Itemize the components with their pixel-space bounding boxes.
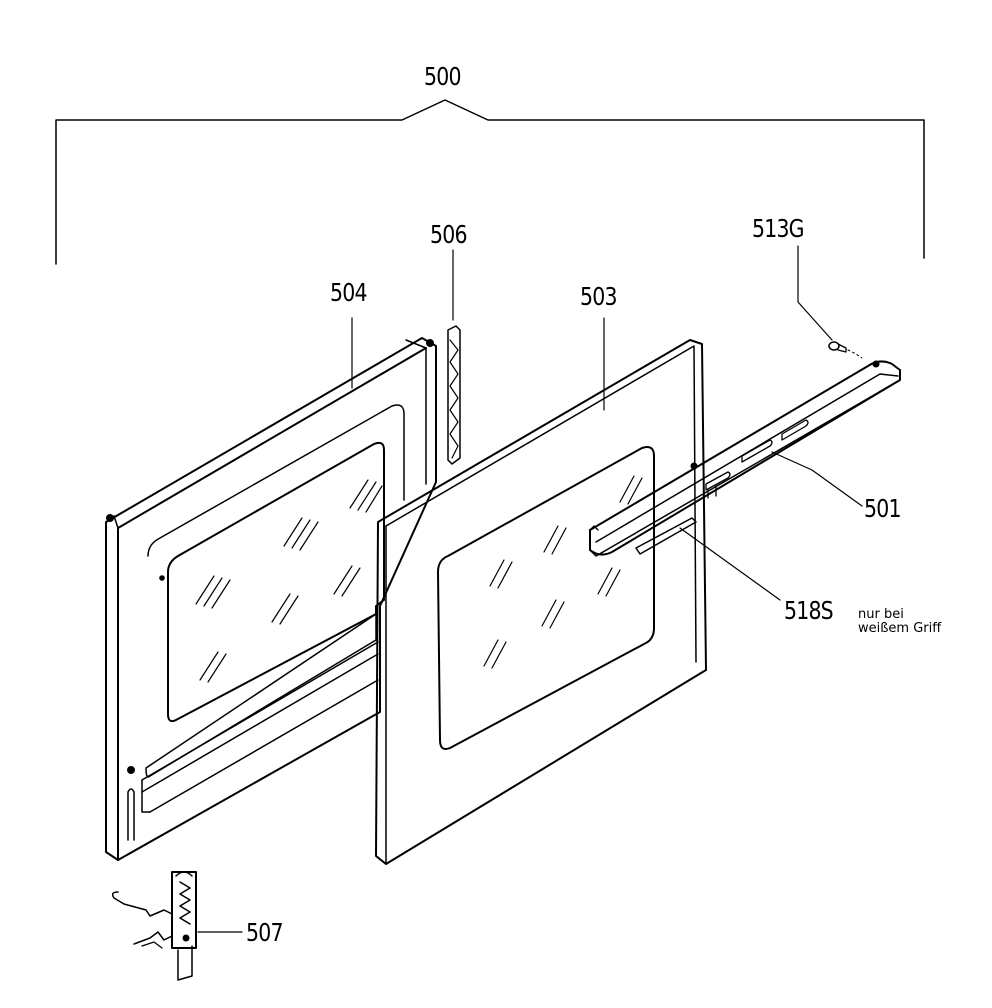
inner-door-panel (105, 337, 437, 861)
label-518s: 518S (784, 596, 834, 625)
gasket-strip (447, 249, 461, 465)
door-handle (589, 360, 901, 557)
label-518s-note-line2: weißem Griff (858, 621, 942, 636)
label-507: 507 (246, 918, 283, 947)
outer-door-panel (375, 339, 707, 865)
label-500: 500 (424, 62, 461, 91)
label-503: 503 (580, 282, 617, 311)
label-518s-note-line1: nur bei (858, 607, 904, 622)
assembly-bracket (55, 99, 925, 265)
label-501: 501 (864, 494, 901, 523)
screw (797, 245, 863, 359)
label-506: 506 (430, 220, 467, 249)
label-504: 504 (330, 278, 367, 307)
door-hinge (111, 871, 243, 981)
handle-insert (635, 517, 781, 601)
label-513g: 513G (752, 214, 805, 243)
